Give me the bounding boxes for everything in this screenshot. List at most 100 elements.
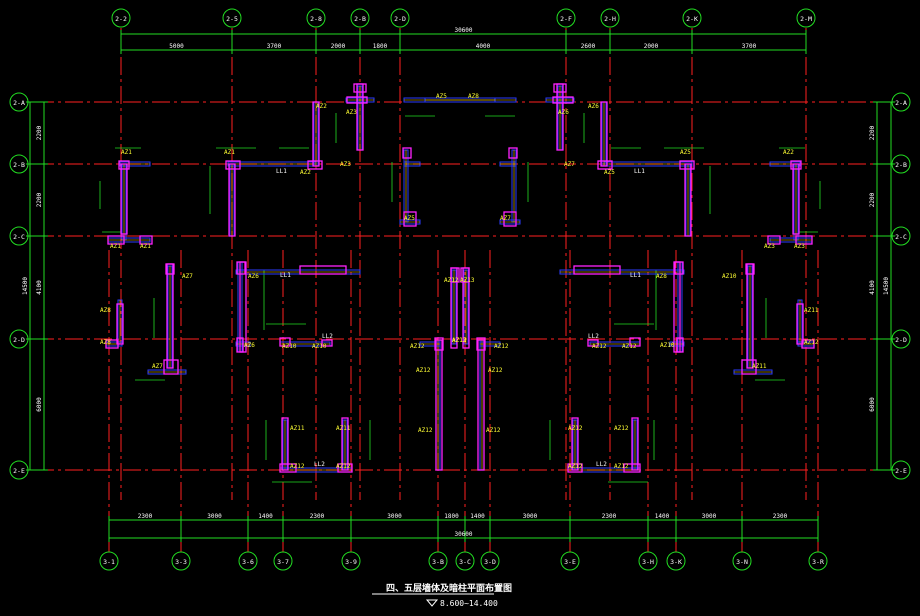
bottom-dimension-segment-label: 2300: [773, 513, 788, 520]
left-axis-bubble-circle: [9, 92, 29, 112]
left-dimension-segment-label: 2200: [36, 192, 43, 207]
right-axis-bubble-circle: [891, 92, 911, 112]
bottom-axis-bubble-label: 3-D: [484, 558, 496, 566]
right-axis-bubble-circle: [891, 460, 911, 480]
column-outline: [741, 359, 757, 375]
axis-grid: [36, 28, 884, 552]
left-axis-bubble-label: 2-E: [13, 467, 25, 475]
column-label: AZ12: [592, 343, 607, 350]
left-axis-bubble-circle: [9, 154, 29, 174]
column-label: AZ12: [290, 463, 305, 470]
left-dimension-segment-label: 6000: [36, 397, 43, 412]
column-outline: [552, 96, 574, 104]
column-label: AZ12: [614, 463, 629, 470]
column-label: AZ10: [282, 343, 297, 350]
column-outline: [435, 339, 443, 471]
bottom-axis-bubble-label: 3-9: [345, 558, 357, 566]
column-label: AZ10: [722, 273, 737, 280]
column-outline: [476, 337, 486, 351]
column-label: AZ12: [568, 463, 583, 470]
drawing-elevation: 8.600~14.400: [440, 599, 498, 608]
column-label: AZ12: [568, 425, 583, 432]
column-outline: [556, 83, 564, 151]
bottom-axis-bubble-label: 3-6: [242, 558, 254, 566]
column-label: AZ2: [316, 103, 327, 110]
bottom-axis-bubble-circle: [808, 551, 828, 571]
top-axis-bubble-circle: [111, 8, 131, 28]
column-label: AZ3: [340, 161, 351, 168]
column-label: AZ1: [110, 243, 121, 250]
bottom-axis-bubble-circle: [666, 551, 686, 571]
top-axis-bubble-circle: [556, 8, 576, 28]
column-outline: [790, 160, 802, 170]
column-label: AZ12: [452, 337, 467, 344]
bottom-axis-bubble-label: 3-7: [277, 558, 289, 566]
beam-label: LL2: [314, 461, 325, 468]
column-outline: [684, 163, 692, 237]
column-outline: [116, 303, 124, 345]
column-label: AZ6: [248, 273, 259, 280]
column-label: AZ12: [488, 367, 503, 374]
beam-label: LL2: [596, 461, 607, 468]
left-dimension-segment-label: 2200: [36, 125, 43, 140]
bottom-dimension-segment-label: 2300: [138, 513, 153, 520]
column-label: AZ3: [794, 243, 805, 250]
top-dimension-segment-label: 1800: [373, 43, 388, 50]
column-outline: [299, 265, 347, 275]
bottom-axis-bubble-label: 3-B: [432, 558, 444, 566]
column-outline: [279, 463, 297, 473]
column-layer: [105, 83, 815, 473]
bottom-axis-bubble-circle: [273, 551, 293, 571]
right-axis-bubble-label: 2-E: [895, 467, 907, 475]
column-outline: [403, 211, 417, 227]
bottom-dimension-segment-label: 3000: [523, 513, 538, 520]
right-axis-bubble-circle: [891, 154, 911, 174]
column-label: AZ6: [588, 103, 599, 110]
column-outline: [139, 235, 153, 245]
column-outline: [118, 160, 130, 170]
dimension-lines: [26, 30, 895, 542]
top-dimension-segment-label: 5000: [169, 43, 184, 50]
left-axis-bubble-circle: [9, 329, 29, 349]
column-outline: [629, 337, 641, 347]
column-label: AZ6: [558, 109, 569, 116]
top-axis-bubble-circle: [600, 8, 620, 28]
right-axis-bubble-label: 2-A: [895, 99, 907, 107]
bottom-axis-bubble-circle: [238, 551, 258, 571]
left-axis-bubble-circle: [9, 226, 29, 246]
column-outline: [571, 417, 579, 471]
top-axis-bubble-label: 2-H: [604, 15, 616, 23]
bottom-axis-bubble-circle: [480, 551, 500, 571]
top-axis-bubble-label: 2-D: [394, 15, 406, 23]
column-label: AZ2: [783, 149, 794, 156]
right-dimension-segment-label: 4100: [869, 280, 876, 295]
bottom-axis-bubble-label: 3-H: [642, 558, 654, 566]
column-label: AZ7: [500, 215, 511, 222]
column-outline: [228, 163, 236, 237]
column-label: AZ7: [152, 363, 163, 370]
column-label: AZ8: [100, 307, 111, 314]
beam-label: LL2: [322, 333, 333, 340]
column-label: AZ2: [300, 169, 311, 176]
column-label: AZ11: [336, 425, 351, 432]
top-axis-bubble-circle: [390, 8, 410, 28]
column-outline: [107, 235, 125, 245]
top-dimension-segment-label: 4000: [476, 43, 491, 50]
column-label: AZ8: [468, 93, 479, 100]
column-outline: [402, 147, 412, 159]
column-label: AZ12: [418, 427, 433, 434]
column-label: AZ11: [290, 425, 305, 432]
column-outline: [796, 303, 804, 345]
column-label: AZ1: [140, 243, 151, 250]
bottom-axis-bubble-label: 3-3: [175, 558, 187, 566]
column-label: AZ1: [224, 149, 235, 156]
column-label: AZ12: [804, 339, 819, 346]
column-outline: [321, 339, 333, 347]
bottom-axis-bubble-circle: [455, 551, 475, 571]
column-outline: [746, 263, 754, 369]
right-axis-bubble-circle: [891, 226, 911, 246]
column-label: AZ5: [604, 169, 615, 176]
column-label: AZ3: [346, 109, 357, 116]
